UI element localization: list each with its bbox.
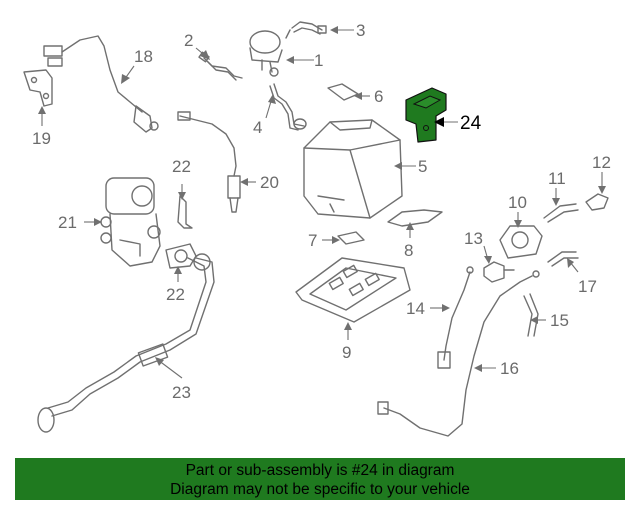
part-5-canister[interactable]	[303, 119, 403, 219]
part-4-hose[interactable]	[269, 83, 307, 131]
part-10-valve[interactable]	[499, 225, 543, 259]
part-1-valve[interactable]	[249, 30, 283, 77]
parts-diagram: 1 2 3 4 5 6 7 8 9 10 11 12 13 14 15 16 1…	[23, 21, 611, 437]
part-6-pad[interactable]	[327, 83, 359, 101]
part-24-bracket[interactable]	[405, 87, 447, 143]
part-9-tray[interactable]	[295, 257, 411, 323]
callout-5: 5	[418, 157, 427, 176]
part-23-egr-pipe[interactable]	[37, 253, 215, 433]
part-14-wire-harness[interactable]	[437, 266, 474, 369]
banner-line-1: Part or sub-assembly is #24 in diagram	[185, 462, 455, 479]
info-banner: Part or sub-assembly is #24 in diagram D…	[15, 458, 625, 500]
callout-12: 12	[592, 153, 611, 172]
part-16-sensor-harness[interactable]	[377, 270, 540, 437]
callout-3: 3	[356, 21, 365, 40]
part-21-valve-body[interactable]	[100, 177, 161, 267]
part-3-hose[interactable]	[285, 21, 327, 39]
callout-13: 13	[464, 229, 483, 248]
part-22-gasket-upper[interactable]	[177, 195, 193, 229]
callout-20: 20	[260, 173, 279, 192]
callout-22-lower: 22	[166, 285, 185, 304]
callout-15: 15	[550, 311, 569, 330]
callout-14: 14	[406, 299, 425, 318]
callout-19: 19	[32, 129, 51, 148]
callout-16: 16	[500, 359, 519, 378]
callout-1: 1	[314, 51, 323, 70]
callout-2: 2	[184, 31, 193, 50]
part-20-o2-sensor[interactable]	[177, 111, 241, 213]
callout-23: 23	[172, 383, 191, 402]
callout-24: 24	[460, 113, 482, 134]
part-12-fitting[interactable]	[585, 193, 609, 211]
callout-7: 7	[308, 231, 317, 250]
part-18-sensor-harness[interactable]	[43, 35, 159, 133]
part-11-hose[interactable]	[543, 203, 579, 223]
callout-21: 21	[58, 213, 77, 232]
callout-18: 18	[134, 47, 153, 66]
callout-8: 8	[404, 241, 413, 260]
part-8-shield[interactable]	[387, 209, 443, 227]
callout-22-upper: 22	[172, 157, 191, 176]
callout-labels: 1 2 3 4 5 6 7 8 9 10 11 12 13 14 15 16 1…	[32, 21, 611, 402]
part-19-bracket[interactable]	[23, 69, 53, 107]
callout-17: 17	[578, 277, 597, 296]
callout-9: 9	[342, 343, 351, 362]
leader-lines	[38, 26, 606, 379]
part-2-hose[interactable]	[198, 51, 243, 81]
callout-11: 11	[548, 169, 566, 188]
part-7-pad[interactable]	[337, 231, 365, 245]
part-15-hose[interactable]	[523, 293, 539, 337]
callout-6: 6	[374, 87, 383, 106]
callout-4: 4	[253, 118, 262, 137]
banner-line-2: Diagram may not be specific to your vehi…	[170, 481, 470, 498]
part-13-fitting[interactable]	[483, 261, 515, 283]
part-17-hose[interactable]	[547, 251, 579, 267]
part-22-gasket-lower[interactable]	[165, 243, 197, 269]
callout-10: 10	[508, 193, 527, 212]
